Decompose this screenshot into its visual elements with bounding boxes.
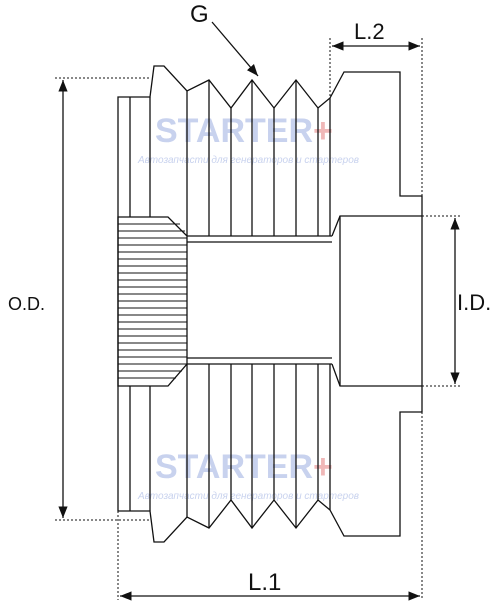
spline-outline (117, 216, 188, 387)
groove-label: G (190, 1, 209, 28)
watermark-tagline: Автозапчасти для генераторов и стартеров (137, 491, 359, 502)
od-label: O.D. (8, 294, 45, 314)
watermark-tagline: Автозапчасти для генераторов и стартеров (137, 155, 359, 166)
watermark-brand: STARTER (155, 448, 313, 486)
l1-label: L.1 (248, 569, 281, 596)
spline-teeth (118, 223, 187, 379)
watermark-bottom: STARTER+ Автозапчасти для генераторов и … (137, 448, 359, 502)
watermark-top: STARTER+ Автозапчасти для генераторов и … (137, 112, 359, 166)
extension-lines (55, 38, 462, 600)
id-label: I.D. (457, 290, 491, 315)
svg-text:STARTER+: STARTER+ (155, 112, 333, 150)
watermark-brand: STARTER (155, 112, 313, 150)
groove-leader-line (211, 21, 259, 77)
svg-text:STARTER+: STARTER+ (155, 448, 333, 486)
l2-label: L.2 (354, 19, 385, 44)
hub-step (331, 215, 422, 387)
